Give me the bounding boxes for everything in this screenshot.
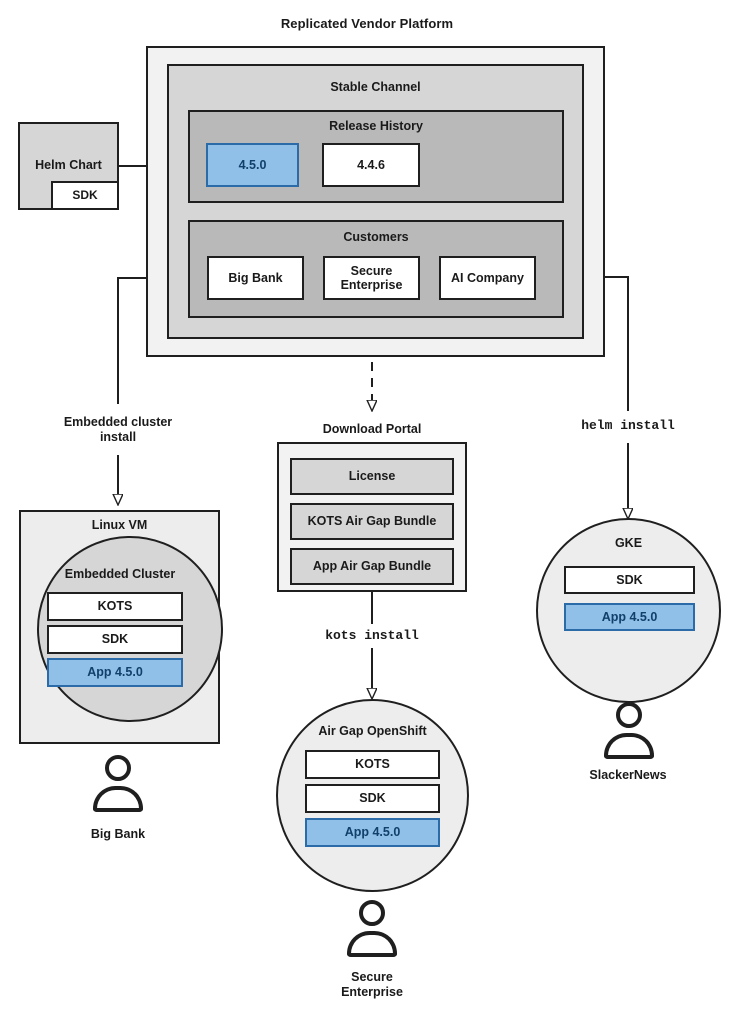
portal-artifact-kots-air-gap-bundle[interactable]: KOTS Air Gap Bundle: [290, 503, 454, 540]
gke-component-sdk[interactable]: SDK: [564, 566, 695, 594]
release-item-4-4-6[interactable]: 4.4.6: [322, 143, 420, 187]
release-item-4-5-0[interactable]: 4.5.0: [206, 143, 299, 187]
openshift-component-sdk[interactable]: SDK: [305, 784, 440, 813]
linuxvm-component-app[interactable]: App 4.5.0: [47, 658, 183, 687]
portal-artifact-app-air-gap-bundle[interactable]: App Air Gap Bundle: [290, 548, 454, 585]
openshift-component-app[interactable]: App 4.5.0: [305, 818, 440, 847]
target-linux-vm-customer: Big Bank: [90, 827, 146, 841]
customer-ai-company[interactable]: AI Company: [439, 256, 536, 300]
person-head: [105, 755, 131, 781]
label-embedded-cluster-install: Embedded cluster install: [63, 415, 173, 444]
embedded-cluster-title: Embedded Cluster: [64, 567, 176, 581]
person-body: [604, 733, 654, 759]
target-gke-customer: SlackerNews: [589, 768, 667, 782]
customers-title: Customers: [343, 230, 409, 244]
page-title: Replicated Vendor Platform: [280, 16, 454, 31]
person-body: [93, 786, 143, 812]
helm-chart-label: Helm Chart: [35, 158, 102, 172]
target-linux-vm-title: Linux VM: [91, 518, 148, 532]
person-head: [616, 702, 642, 728]
stable-channel-title: Stable Channel: [330, 80, 421, 94]
target-air-gap-openshift-customer: Secure Enterprise: [341, 970, 403, 999]
customer-secure-enterprise[interactable]: Secure Enterprise: [323, 256, 420, 300]
openshift-component-kots[interactable]: KOTS: [305, 750, 440, 779]
label-kots-install: kots install: [325, 628, 419, 643]
person-head: [359, 900, 385, 926]
target-gke-title: GKE: [614, 536, 643, 550]
release-history-title: Release History: [329, 119, 423, 133]
customer-big-bank[interactable]: Big Bank: [207, 256, 304, 300]
helm-chart-sdk-box[interactable]: SDK: [51, 181, 119, 210]
download-portal-title: Download Portal: [322, 422, 422, 436]
label-helm-install: helm install: [581, 418, 675, 433]
linuxvm-component-kots[interactable]: KOTS: [47, 592, 183, 621]
target-air-gap-openshift-title: Air Gap OpenShift: [318, 724, 427, 738]
linuxvm-component-sdk[interactable]: SDK: [47, 625, 183, 654]
person-body: [347, 931, 397, 957]
portal-artifact-license[interactable]: License: [290, 458, 454, 495]
gke-component-app[interactable]: App 4.5.0: [564, 603, 695, 631]
